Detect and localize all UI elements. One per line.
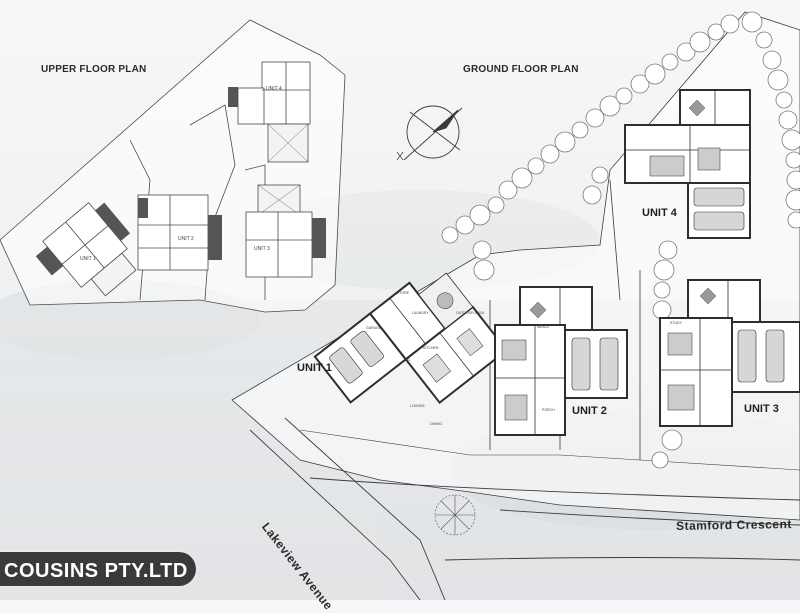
room-porch: PORCH [542,408,555,412]
tree-icon [652,300,672,320]
company-logo: COUSINS PTY.LTD [0,550,198,588]
tree-icon [787,211,800,229]
tree-icon [540,144,560,164]
room-lounge: LOUNGE [410,404,425,408]
room-dining: DINING [430,422,443,426]
upper-unit-2 [137,194,222,271]
tree-icon [582,185,602,205]
tree-icon [775,91,793,109]
room-study: STUDY [670,321,682,325]
tree-icon [469,204,491,226]
room-garage: GARAGE [366,326,381,330]
room-wc: WC [405,358,411,362]
upper-unit-1-label: UNIT 1 [80,256,96,262]
tree-icon [472,240,492,260]
tree-icon [615,87,633,105]
upper-unit-2-label: UNIT 2 [178,236,194,242]
tree-icon [741,11,763,33]
room-kitchen: KITCHEN [423,346,439,350]
tree-icon [498,180,518,200]
tree-row [441,11,800,469]
tree-icon [762,50,782,70]
tree-icon [554,131,576,153]
tree-icon [571,121,589,139]
unit-2-building [494,286,628,436]
tree-icon [511,167,533,189]
unit-3-label: UNIT 3 [744,403,779,415]
upper-unit-3 [245,184,326,278]
upper-unit-1 [35,202,137,297]
plan-drawing [0,11,800,600]
tree-icon [778,110,798,130]
tree-icon [527,157,545,175]
upper-unit-3-label: UNIT 3 [254,246,270,252]
unit-3-building [659,279,800,427]
north-arrow-icon [396,105,463,161]
tree-icon [661,53,679,71]
unit-1-label: UNIT 1 [297,362,332,374]
stamford-crescent-label: Stamford Crescent [675,516,792,534]
unit-2-label: UNIT 2 [572,405,607,417]
tree-icon [455,215,475,235]
tree-icon [707,23,725,41]
tree-icon [785,151,800,169]
tree-icon [441,226,459,244]
site-plan: UPPER FLOOR PLAN GROUND FLOOR PLAN UNIT … [0,11,800,613]
tree-icon [653,281,671,299]
tree-icon [644,63,666,85]
unit-4-building [624,89,751,239]
tree-icon [658,240,678,260]
tree-icon [591,166,609,184]
room-store: STORE [397,291,409,295]
room-meals: MEALS [537,325,549,329]
tree-icon [676,42,696,62]
room-outdoor: OUTDOOR AREA [456,311,485,315]
upper-unit-4-label: UNIT 4 [266,86,282,92]
tree-icon [720,14,740,34]
tree-icon [651,451,669,469]
tree-icon [487,196,505,214]
unit-1-building [313,272,509,405]
tree-icon [785,189,800,211]
tree-icon [599,95,621,117]
unit-4-label: UNIT 4 [642,207,677,219]
tree-icon [661,429,683,451]
tree-symbol-icon [434,494,476,536]
tree-icon [585,108,605,128]
tree-icon [689,31,711,53]
ground-floor-plan-title: GROUND FLOOR PLAN [463,64,579,75]
tree-icon [755,31,773,49]
tree-icon [653,259,675,281]
upper-floor-plan-title: UPPER FLOOR PLAN [41,64,147,75]
tree-icon [781,129,800,151]
room-laundry: LAUNDRY [412,311,429,315]
upper-floor-plan [0,19,346,313]
tree-icon [786,170,800,190]
tree-icon [630,74,650,94]
upper-unit-4 [228,61,311,163]
tree-icon [767,69,789,91]
tree-icon [473,259,495,281]
